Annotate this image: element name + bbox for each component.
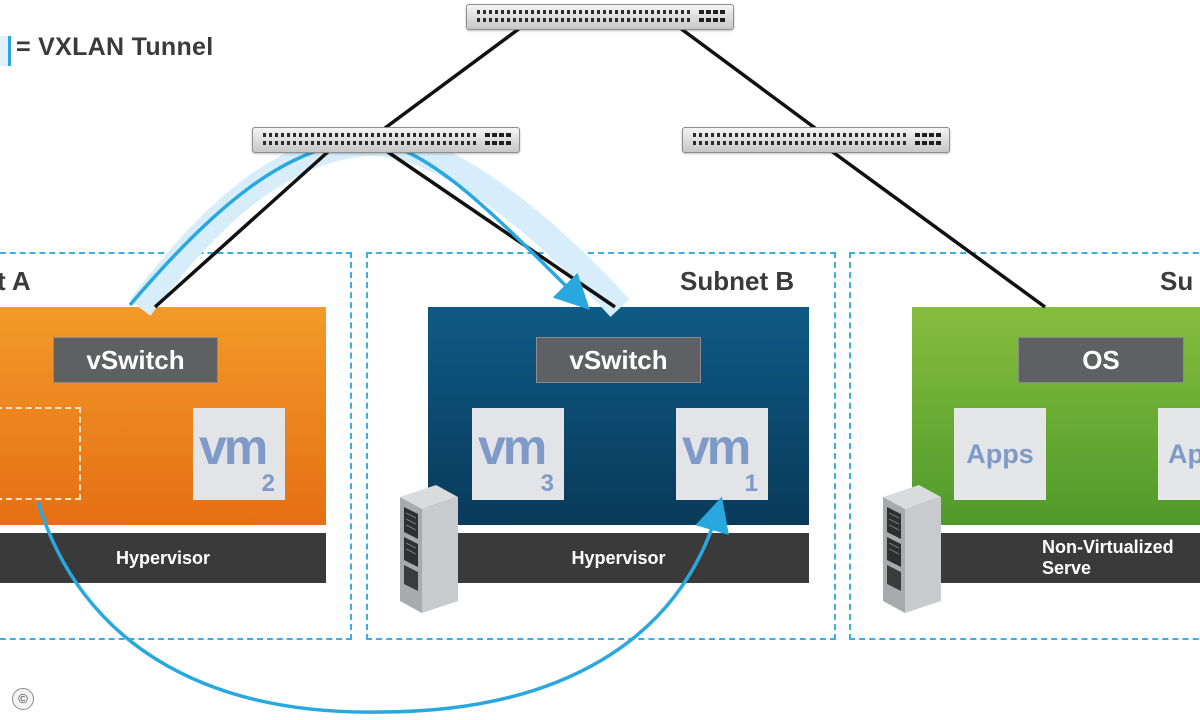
server-rack-icon [883,485,941,613]
cable-host-b [384,148,616,309]
subnet-b-region [366,252,836,640]
host-c-server-bar: Non-Virtualized Serve [912,533,1200,583]
host-b-hypervisor-bar: Hypervisor [428,533,809,583]
vm-migration-arrow [36,496,729,714]
host-a-hypervisor-bar: Hypervisor [0,533,326,583]
apps-box-partial: Ap [1158,408,1200,500]
host-b-vswitch: vSwitch [536,337,701,383]
cable-host-c [828,148,1047,309]
vm-number: 3 [540,470,554,497]
access-switch-right-icon [682,127,950,153]
cable-core-right [678,26,817,130]
subnet-c-label: Su [1160,266,1194,296]
access-switch-left-icon [252,127,520,153]
vm-logo-text: vm [682,419,751,475]
host-a-vswitch: vSwitch [53,337,218,383]
vxlan-tunnel-legend-icon [0,36,11,66]
vm-2-icon: vm 2 [193,408,285,500]
apps-box: Apps [954,408,1046,500]
host-c-os-box: OS [1018,337,1184,383]
subnet-c-region [849,252,1200,640]
cable-host-a [153,148,332,309]
vm-logo-text: vm [478,419,547,475]
vm-number: 2 [261,470,275,497]
subnet-b-label: Subnet B [680,266,795,296]
vm-number: 1 [744,470,758,497]
vm-3-icon: vm 3 [472,408,564,500]
cable-core-left [383,26,522,130]
legend-label: = VXLAN Tunnel [16,33,214,61]
server-rack-icon [400,485,458,613]
core-switch-icon [466,4,734,30]
subnet-a-label: t A [0,266,31,296]
vm-logo-text: vm [199,419,268,475]
migrating-vm-placeholder [0,407,81,500]
copyright-icon: © [12,688,34,710]
vxlan-tunnel-band [129,129,630,317]
vm-1-icon: vm 1 [676,408,768,500]
